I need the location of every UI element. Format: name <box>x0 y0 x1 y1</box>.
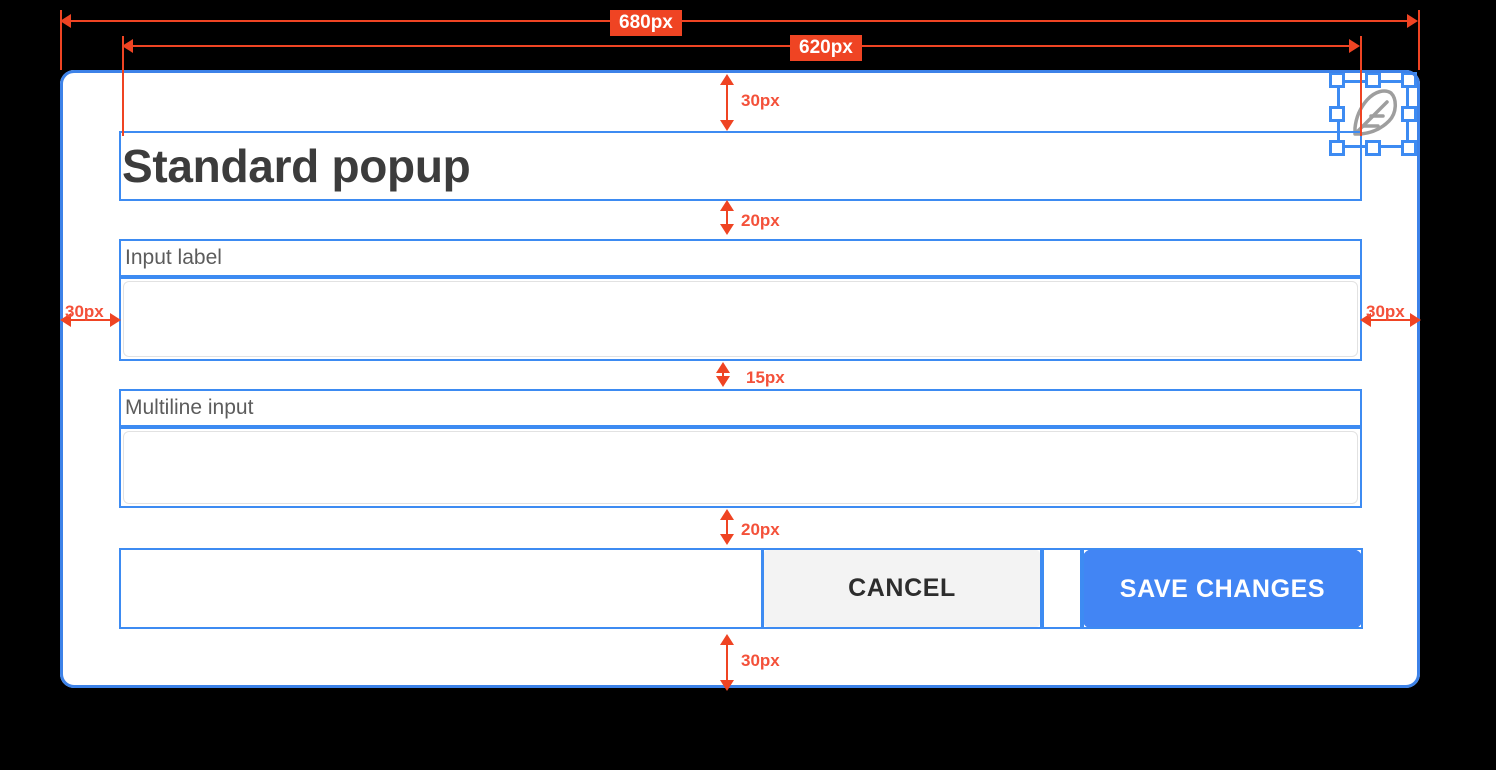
dim-label-gap-actions: 20px <box>741 520 780 539</box>
dim-arrow-680-left <box>60 14 71 28</box>
dim-arrow-gap-fields-up <box>716 362 730 373</box>
dim-label-680: 680px <box>610 10 682 36</box>
dim-line-pad-top <box>726 82 728 126</box>
popup-title: Standard popup <box>122 140 471 192</box>
resize-handle-w[interactable] <box>1329 106 1345 122</box>
dim-line-pad-left <box>69 319 115 321</box>
dim-line-gap-title <box>726 207 728 229</box>
dim-label-gap-title: 20px <box>741 211 780 230</box>
dim-arrow-pad-top-up <box>720 74 734 85</box>
resize-handle-sw[interactable] <box>1329 140 1345 156</box>
dim-arrow-620-right <box>1349 39 1360 53</box>
resize-handle-se[interactable] <box>1401 140 1417 156</box>
dim-arrow-gap-title-up <box>720 200 734 211</box>
multiline-input[interactable] <box>123 431 1358 504</box>
dim-label-pad-right: 30px <box>1366 302 1405 321</box>
resize-handle-s[interactable] <box>1365 140 1381 156</box>
dim-arrow-pad-left-end <box>110 313 121 327</box>
dim-arrow-pad-left-start <box>60 313 71 327</box>
input-label-multiline: Multiline input <box>125 396 254 419</box>
dim-label-pad-top: 30px <box>741 91 780 110</box>
dim-arrow-pad-bottom-down <box>720 680 734 691</box>
dim-arrow-gap-actions-up <box>720 509 734 520</box>
guide-inner-left <box>122 36 124 136</box>
dim-line-680 <box>66 20 1412 22</box>
dim-label-pad-left: 30px <box>65 302 104 321</box>
dim-arrow-gap-actions-down <box>720 534 734 545</box>
feather-icon <box>1353 89 1397 136</box>
dim-label-pad-bottom: 30px <box>741 651 780 670</box>
dim-arrow-gap-fields-down <box>716 376 730 387</box>
resize-handle-n[interactable] <box>1365 72 1381 88</box>
guide-outer-right <box>1418 10 1420 70</box>
guide-outer-left <box>60 10 62 70</box>
dim-arrow-620-left <box>122 39 133 53</box>
feather-icon-selection[interactable] <box>1329 72 1417 156</box>
resize-handle-nw[interactable] <box>1329 72 1345 88</box>
dim-line-gap-actions <box>726 516 728 540</box>
dim-line-gap-fields <box>722 367 724 381</box>
dim-label-620: 620px <box>790 35 862 61</box>
dim-arrow-gap-title-down <box>720 224 734 235</box>
dim-line-620 <box>128 45 1354 47</box>
dim-arrow-pad-right-start <box>1360 313 1371 327</box>
dim-line-pad-right <box>1369 319 1415 321</box>
resize-handle-e[interactable] <box>1401 106 1417 122</box>
resize-handle-ne[interactable] <box>1401 72 1417 88</box>
dim-line-pad-bottom <box>726 642 728 686</box>
dim-label-gap-fields: 15px <box>746 368 785 387</box>
dim-arrow-pad-top-down <box>720 120 734 131</box>
cancel-button[interactable]: CANCEL <box>764 550 1040 627</box>
input-label-single: Input label <box>125 246 222 269</box>
dim-arrow-pad-right-end <box>1410 313 1421 327</box>
dim-arrow-pad-bottom-up <box>720 634 734 645</box>
single-line-input[interactable] <box>123 281 1358 357</box>
guide-inner-right <box>1360 36 1362 136</box>
dim-arrow-680-right <box>1407 14 1418 28</box>
save-changes-button[interactable]: SAVE CHANGES <box>1082 549 1363 629</box>
